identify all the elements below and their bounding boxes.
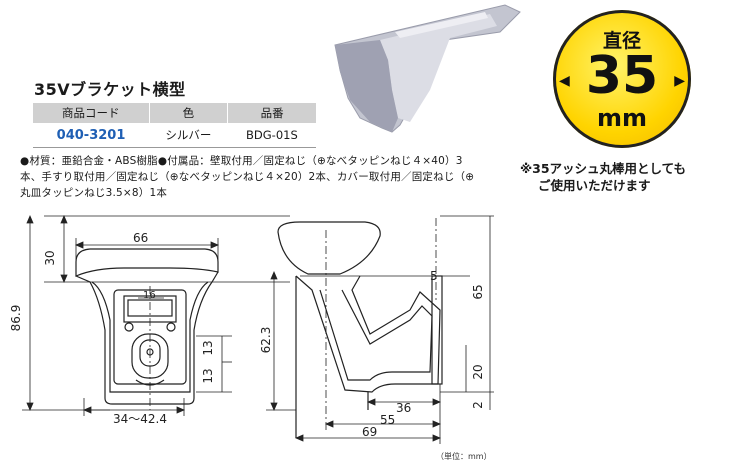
arrow-right-icon: ▶ [674,73,685,89]
header-code: 商品コード [33,103,150,123]
dim-2-label: 2 [471,401,485,409]
side-view [277,218,470,438]
product-photo [334,4,521,133]
spec-header-row: 商品コード 色 品番 [33,103,316,123]
product-color: シルバー [149,123,228,148]
unit-label: （単位：mm） [436,452,492,461]
front-view [75,248,219,410]
product-part-number: BDG-01S [227,123,316,148]
dim-65-label: 65 [471,284,485,299]
dim-16-label: 16 [143,290,156,301]
badge-value: 35 [585,46,659,106]
spec-table: 商品コード 色 品番 040-3201 シルバー BDG-01S [33,103,316,148]
spec-data-row: 040-3201 シルバー BDG-01S [33,123,316,148]
arrow-left-icon: ◀ [559,73,570,89]
header-part: 品番 [227,103,316,123]
header-color: 色 [148,103,228,123]
dim-36-label: 36 [396,401,411,415]
dim-623-label: 62.3 [259,327,273,354]
side-note-line-1: ※35アッシュ丸棒用としても [520,161,687,176]
product-code: 040-3201 [33,123,150,148]
side-dim-labels: 5 65 62.3 20 2 36 55 69 [259,269,485,439]
side-note: ※35アッシュ丸棒用としても ご使用いただけます [520,160,748,194]
material-notes: ●材質：亜鉛合金・ABS樹脂●付属品：壁取付用／固定ねじ（⊕なべタッピンねじ４×… [20,153,512,201]
dim-13b-label: 13 [201,368,215,383]
front-dim-labels: 66 30 86.9 16 13 13 34～42.4 [9,231,215,426]
notes-line-3: 丸皿タッピンねじ3.5×8）1本 [20,187,168,199]
badge-unit: mm [596,104,647,132]
notes-line-1: ●材質：亜鉛合金・ABS樹脂●付属品：壁取付用／固定ねじ（⊕なべタッピンねじ４×… [20,155,463,167]
dim-5-label: 5 [430,269,438,283]
diameter-badge: 直径 35 mm ◀ ▶ [553,10,691,148]
product-title: 35Vブラケット横型 [34,80,186,99]
dim-30-label: 30 [43,250,57,265]
badge-label: 直径 [602,30,641,52]
side-dimensions [266,215,494,444]
front-dimensions [22,214,290,416]
dim-bottom-width-label: 34～42.4 [113,412,167,426]
dim-66-label: 66 [133,231,148,245]
dim-13a-label: 13 [201,340,215,355]
dim-869-label: 86.9 [9,305,23,332]
side-note-line-2: ご使用いただけます [538,178,651,193]
notes-line-2: 本、手すり取付用／固定ねじ（⊕なべタッピンねじ４×20）2本、カバー取付用／固定… [20,171,475,183]
dim-20-label: 20 [471,364,485,379]
dim-55-label: 55 [380,413,395,427]
dim-69-label: 69 [362,425,377,439]
